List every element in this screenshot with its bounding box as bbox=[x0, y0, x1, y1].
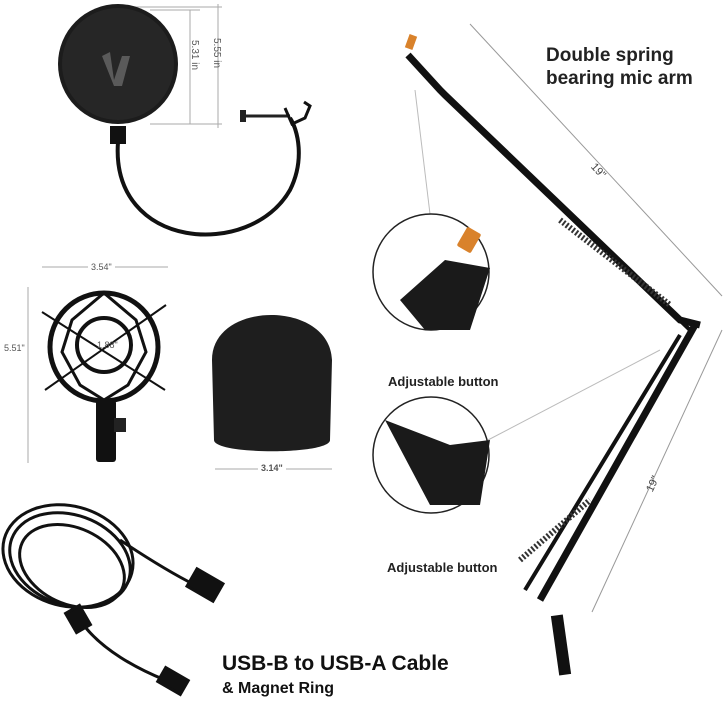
windscreen bbox=[212, 315, 332, 470]
pop-filter bbox=[58, 4, 312, 237]
pop-filter-inner-dim: 5.31 in bbox=[189, 40, 200, 71]
shock-mount-width: 3.54" bbox=[88, 262, 115, 272]
arm-title-line2: bearing mic arm bbox=[546, 68, 693, 89]
arm-title-line1: Double spring bbox=[546, 45, 674, 66]
detail-bottom-label: Adjustable button bbox=[387, 560, 498, 575]
mic-arm bbox=[372, 23, 723, 676]
usb-cable bbox=[1, 503, 226, 697]
detail-top-label: Adjustable button bbox=[388, 374, 499, 389]
pop-filter-outer-dim: 5.55 in bbox=[211, 38, 222, 69]
shock-mount-inner-diameter: 1.88" bbox=[97, 340, 118, 350]
shock-mount bbox=[27, 266, 168, 463]
cable-subtitle: & Magnet Ring bbox=[222, 680, 334, 697]
windscreen-width: 3.14" bbox=[258, 463, 286, 473]
shock-mount-height: 5.51" bbox=[4, 343, 25, 353]
cable-title: USB-B to USB-A Cable bbox=[222, 652, 449, 675]
